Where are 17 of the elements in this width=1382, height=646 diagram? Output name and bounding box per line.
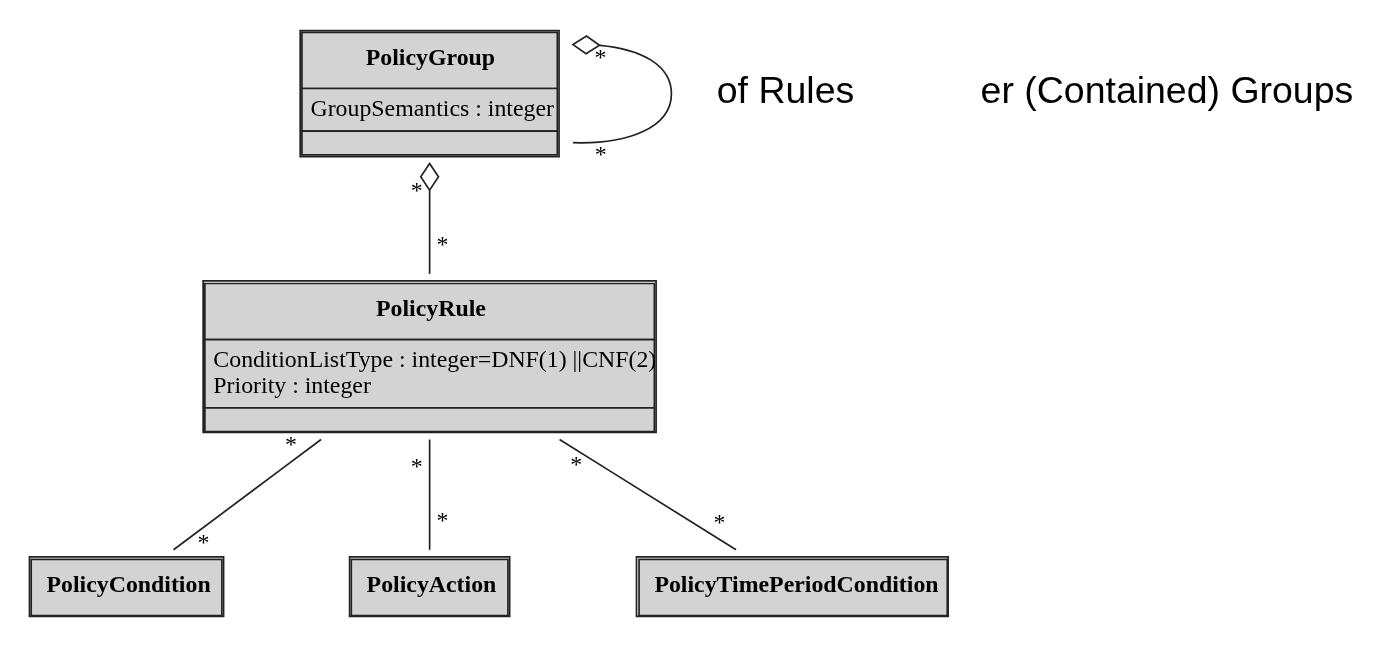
label: of Rules xyxy=(716,68,855,111)
label: er (Contained) Groups xyxy=(980,68,1354,111)
label: * xyxy=(594,43,607,70)
connector xyxy=(172,438,322,551)
label: * xyxy=(436,230,449,257)
label: * xyxy=(436,506,449,533)
label: * xyxy=(570,450,583,477)
connector xyxy=(419,161,440,275)
label: * xyxy=(410,176,423,203)
label: * xyxy=(285,430,298,457)
label: * xyxy=(594,140,607,167)
connector xyxy=(428,438,431,551)
label: * xyxy=(410,452,423,479)
label: * xyxy=(713,508,726,535)
connector xyxy=(558,438,737,551)
label: * xyxy=(197,528,210,555)
connector xyxy=(571,34,673,144)
